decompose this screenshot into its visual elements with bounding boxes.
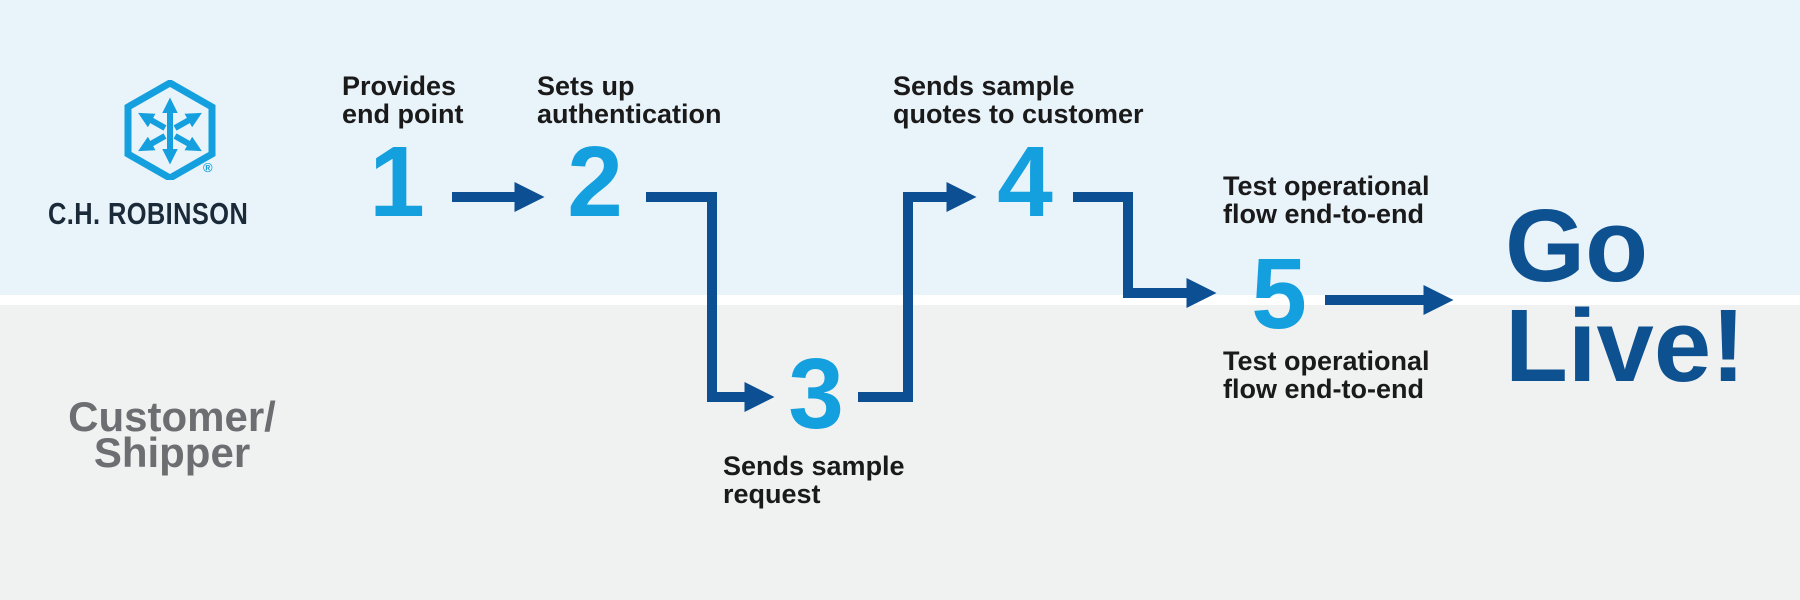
step-3-label-line1: Sends sample <box>723 451 905 481</box>
step-4-label-line1: Sends sample <box>893 71 1075 101</box>
go-live-text: Go Live! <box>1505 188 1746 403</box>
brand-name: C.H. ROBINSON <box>48 196 249 231</box>
step-3-label-line2: request <box>723 479 821 509</box>
step-5-label-below-line1: Test operational <box>1223 346 1430 376</box>
step-4-label: Sends sample quotes to customer <box>893 72 1144 128</box>
step-1-number: 1 <box>369 126 425 238</box>
step-1-label: Provides end point <box>342 72 463 128</box>
registered-trademark-mark: ® <box>203 160 213 175</box>
step-3-label: Sends sample request <box>723 452 905 508</box>
step-4-number: 4 <box>997 126 1053 238</box>
step-2-label-line2: authentication <box>537 99 722 129</box>
step-1-label-line1: Provides <box>342 71 457 101</box>
actor-customer-shipper-line2: Shipper <box>93 429 251 476</box>
arrow-step2-to-step3 <box>646 192 775 412</box>
step-1-label-line2: end point <box>342 99 464 129</box>
lane-ch-robinson <box>0 0 1800 295</box>
go-live-line2: Live! <box>1505 288 1746 403</box>
step-5-label-below: Test operational flow end-to-end <box>1223 347 1430 403</box>
step-5-label-above: Test operational flow end-to-end <box>1223 172 1430 228</box>
step-4-label-line2: quotes to customer <box>893 99 1144 129</box>
actor-customer-shipper: Customer/ Shipper <box>30 393 314 476</box>
step-3-number: 3 <box>788 338 844 450</box>
lane-customer-shipper <box>0 305 1800 600</box>
actor-customer-shipper-line1: Customer/ <box>68 393 276 440</box>
step-5-number: 5 <box>1251 238 1307 350</box>
ch-robinson-logo <box>124 78 216 183</box>
step-5-label-below-line2: flow end-to-end <box>1223 374 1424 404</box>
step-2-number: 2 <box>567 126 623 238</box>
step-5-label-above-line2: flow end-to-end <box>1223 199 1424 229</box>
go-live-line1: Go <box>1505 188 1649 303</box>
step-5-label-above-line1: Test operational <box>1223 171 1430 201</box>
lane-divider <box>0 295 1800 305</box>
step-2-label: Sets up authentication <box>537 72 722 128</box>
step-2-label-line1: Sets up <box>537 71 635 101</box>
hexagon-arrows-icon <box>124 78 216 183</box>
arrow-step3-to-step4 <box>858 182 977 402</box>
arrow-step4-to-step5 <box>1073 192 1217 308</box>
